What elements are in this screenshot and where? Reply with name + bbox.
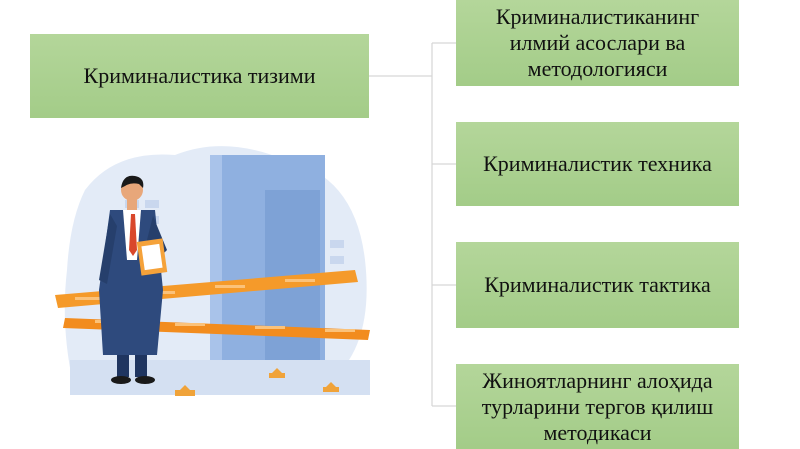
branch-node-label: Криминалистиканинг илмий асослари ва мет… <box>495 4 700 81</box>
branch-node-investigation-methods: Жиноятларнинг алоҳида турларини тергов қ… <box>456 364 739 449</box>
building-edge <box>210 155 222 360</box>
branch-node-methodology: Криминалистиканинг илмий асослари ва мет… <box>456 0 739 86</box>
window <box>330 256 344 264</box>
branch-node-tactics: Криминалистик тактика <box>456 242 739 328</box>
branch-node-label: Криминалистик техника <box>483 151 712 176</box>
branch-node-label: Жиноятларнинг алоҳида турларини тергов қ… <box>481 367 714 445</box>
tie <box>129 214 137 256</box>
detective-figure <box>99 175 168 384</box>
evidence-markers <box>175 368 339 396</box>
detective-crime-scene-illustration <box>55 146 370 396</box>
branch-node-technique: Криминалистик техника <box>456 122 739 206</box>
branch-node-label: Криминалистик тактика <box>484 272 711 297</box>
window <box>330 240 344 248</box>
root-node-label: Криминалистика тизими <box>83 63 316 88</box>
window <box>145 200 159 208</box>
root-node: Криминалистика тизими <box>30 34 369 118</box>
